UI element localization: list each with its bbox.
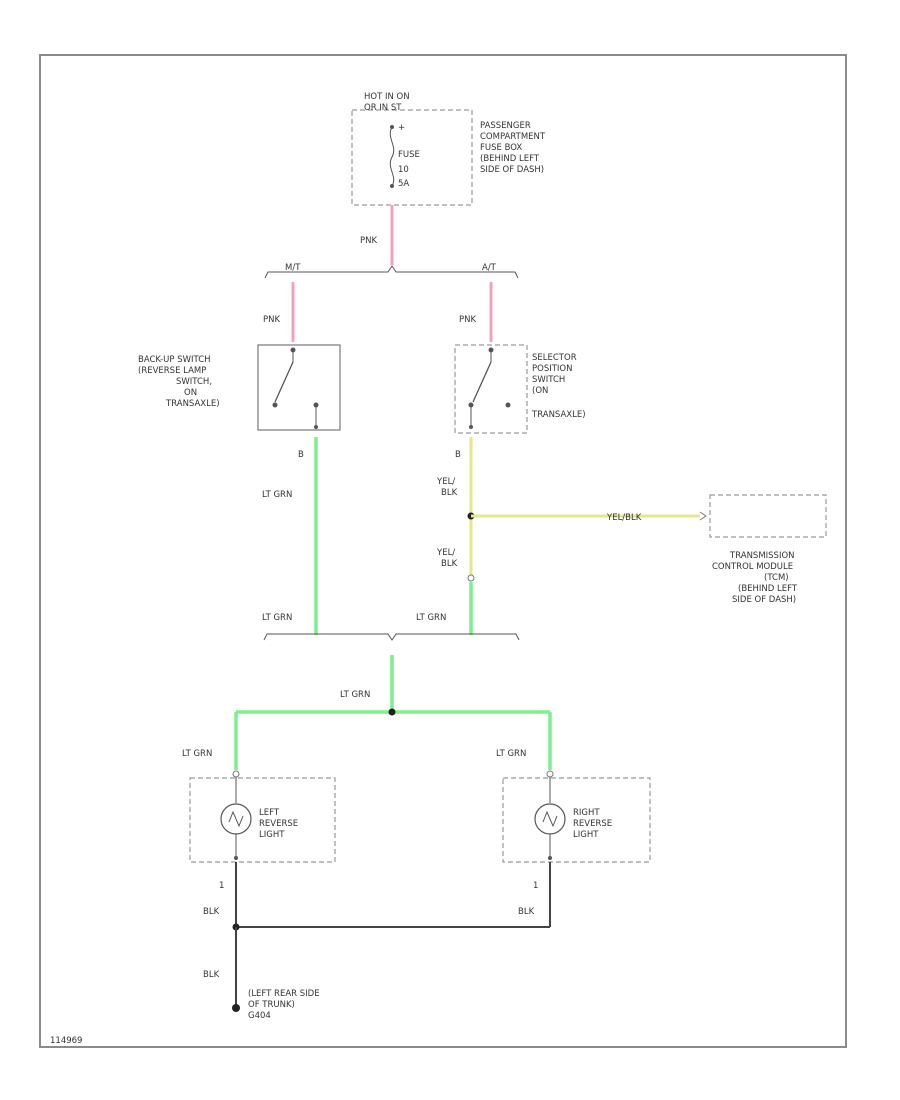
- left-lamp-pin: 1: [219, 881, 224, 891]
- fuse-box-outline: [351, 109, 473, 206]
- ground-point: (LEFT REAR SIDE OF TRUNK) G404: [232, 989, 320, 1021]
- ground-icon: [232, 1004, 240, 1012]
- fuse-location-1: COMPARTMENT: [480, 132, 546, 142]
- fuse-hot-label-2: OR IN ST: [364, 103, 402, 113]
- right-lamp-label-1: REVERSE: [573, 819, 612, 829]
- right-lamp-label-0: RIGHT: [573, 808, 600, 818]
- figure-id: 114969: [50, 1036, 82, 1046]
- backup-switch-terminal-bottom: [314, 425, 318, 429]
- tcm-outline: [709, 494, 827, 538]
- selector-switch-label-1: POSITION: [532, 364, 572, 374]
- left-lamp-label-0: LEFT: [259, 808, 280, 818]
- backup-switch-label-2: SWITCH,: [176, 377, 212, 387]
- wire-right-lamp-in-label: LT GRN: [496, 749, 526, 759]
- wire-selector-out-label-1: BLK: [441, 488, 458, 498]
- right-lamp-pin: 1: [533, 881, 538, 891]
- at-label: A/T: [482, 263, 497, 273]
- selector-switch-label-2: SWITCH: [532, 375, 565, 385]
- tcm-label-2: (TCM): [764, 573, 789, 583]
- wire-backup-in-label: PNK: [263, 315, 280, 325]
- splice-brace-bottom: [263, 633, 520, 641]
- ground-label-0: (LEFT REAR SIDE: [248, 989, 320, 999]
- left-reverse-light: LEFT REVERSE LIGHT: [189, 770, 336, 863]
- fuse-location-2: FUSE BOX: [480, 143, 522, 153]
- fuse-number-1: 10: [398, 165, 409, 175]
- wire-fuse-out-label: PNK: [360, 236, 377, 246]
- wire-backup-out-label: LT GRN: [262, 490, 292, 500]
- tcm-label-4: SIDE OF DASH): [732, 595, 796, 605]
- wire-to-tcm-label: YEL/BLK: [606, 513, 642, 523]
- wire-selector-out2-label-0: YEL/: [436, 548, 455, 558]
- fuse-element-icon: [389, 126, 395, 187]
- ground-label-1: OF TRUNK): [248, 1000, 295, 1010]
- tcm-label-1: CONTROL MODULE: [712, 562, 793, 572]
- fuse-word: FUSE: [398, 150, 420, 160]
- left-lamp-label-2: LIGHT: [259, 830, 285, 840]
- right-lamp-label-2: LIGHT: [573, 830, 599, 840]
- fuse-terminal-bottom: [390, 184, 394, 188]
- wire-selector-bottom-label: LT GRN: [416, 613, 446, 623]
- selector-switch-terminal-top: [488, 347, 494, 353]
- backup-switch-label-0: BACK-UP SWITCH: [138, 355, 211, 365]
- fuse-location-4: SIDE OF DASH): [480, 165, 544, 175]
- right-lamp-connector: [546, 770, 554, 778]
- right-reverse-light: RIGHT REVERSE LIGHT: [502, 770, 651, 863]
- selector-switch: SELECTOR POSITION SWITCH (ON TRANSAXLE): [454, 344, 586, 434]
- backup-switch-label-4: TRANSAXLE): [165, 399, 220, 409]
- backup-switch: BACK-UP SWITCH (REVERSE LAMP SWITCH, ON …: [138, 344, 341, 431]
- selector-switch-contact-icon: [472, 361, 492, 403]
- wire-selector-out-label-0: YEL/: [436, 477, 455, 487]
- splice-lamps: [388, 708, 396, 716]
- selector-switch-label-4: TRANSAXLE): [531, 410, 586, 420]
- wire-right-lamp-out-label: BLK: [518, 907, 535, 917]
- fuse-location-0: PASSENGER: [480, 121, 531, 131]
- wire-left-lamp-in-label: LT GRN: [182, 749, 212, 759]
- left-lamp-label-1: REVERSE: [259, 819, 298, 829]
- backup-switch-label-1: (REVERSE LAMP: [138, 366, 206, 376]
- tcm-label-3: (BEHIND LEFT: [738, 584, 798, 594]
- connector-selector: [467, 574, 475, 582]
- wire-ground-label: BLK: [203, 970, 220, 980]
- right-lamp-outline: [502, 777, 651, 863]
- mt-label: M/T: [285, 263, 301, 273]
- selector-switch-terminal-bottom: [469, 425, 473, 429]
- wire-backup-bottom-label: LT GRN: [262, 613, 292, 623]
- wire-selector-in-label: PNK: [459, 315, 476, 325]
- backup-switch-outline: [257, 344, 341, 431]
- backup-out-pin: B: [298, 450, 304, 460]
- backup-switch-label-3: ON: [184, 388, 197, 398]
- tcm: TRANSMISSION CONTROL MODULE (TCM) (BEHIN…: [699, 494, 827, 605]
- selector-switch-label-3: (ON: [532, 386, 548, 396]
- fuse-plus-mark: +: [398, 123, 405, 133]
- selector-switch-label-0: SELECTOR: [532, 353, 577, 363]
- diagram-frame: [39, 54, 847, 1048]
- fuse-hot-label-1: HOT IN ON: [364, 92, 410, 102]
- wire-left-lamp-out-label: BLK: [203, 907, 220, 917]
- left-lamp-connector: [232, 770, 240, 778]
- selector-out-pin: B: [455, 450, 461, 460]
- splice-brace-top: [264, 265, 519, 279]
- wire-selector-out2-label-1: BLK: [441, 559, 458, 569]
- wire-merge-label: LT GRN: [340, 690, 370, 700]
- tcm-connector-icon: [699, 511, 707, 521]
- tcm-label-0: TRANSMISSION: [729, 551, 795, 561]
- backup-switch-terminal-top: [290, 347, 296, 353]
- selector-switch-outline: [454, 344, 528, 434]
- fuse-box: HOT IN ON OR IN ST + FUSE 10 5A PASSENGE…: [351, 92, 546, 206]
- left-lamp-outline: [189, 777, 336, 863]
- backup-switch-contact-icon: [274, 361, 294, 403]
- ground-label-2: G404: [248, 1011, 271, 1021]
- fuse-number-2: 5A: [398, 179, 409, 189]
- fuse-location-3: (BEHIND LEFT: [480, 154, 540, 164]
